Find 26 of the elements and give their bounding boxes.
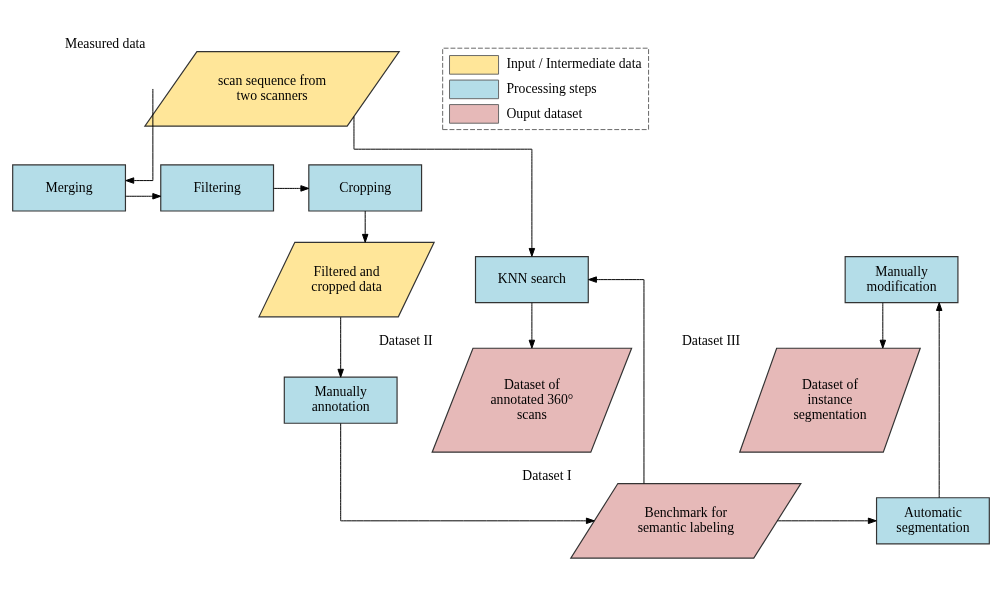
arrow	[125, 193, 162, 200]
arrow	[777, 517, 877, 525]
arrow	[353, 116, 536, 257]
arrow	[528, 302, 536, 349]
arrow	[588, 276, 645, 484]
node-box: Merging	[12, 164, 127, 212]
arrow	[273, 185, 310, 192]
node-box: Cropping	[308, 164, 423, 212]
node-label: Measured data	[65, 35, 146, 51]
arrow	[935, 302, 943, 499]
node-box: KNN search	[474, 255, 589, 304]
arrow	[125, 88, 154, 184]
node-label: Dataset III	[681, 332, 741, 348]
arrow	[340, 423, 595, 525]
node-label: Dataset II	[378, 332, 433, 348]
node-box: Filtering	[160, 164, 275, 212]
node-box: Manually annotation	[283, 376, 398, 424]
legend-label: Processing steps	[506, 81, 597, 97]
arrow	[361, 210, 369, 243]
arrow	[337, 316, 344, 378]
legend-label: Ouput dataset	[506, 105, 583, 121]
node-box: Automatic segmentation	[875, 497, 990, 545]
arrow	[879, 302, 887, 349]
node-box: Manually modification	[844, 255, 959, 304]
legend-label: Input / Intermediate data	[506, 56, 642, 72]
node-label: Dataset I	[522, 467, 572, 483]
